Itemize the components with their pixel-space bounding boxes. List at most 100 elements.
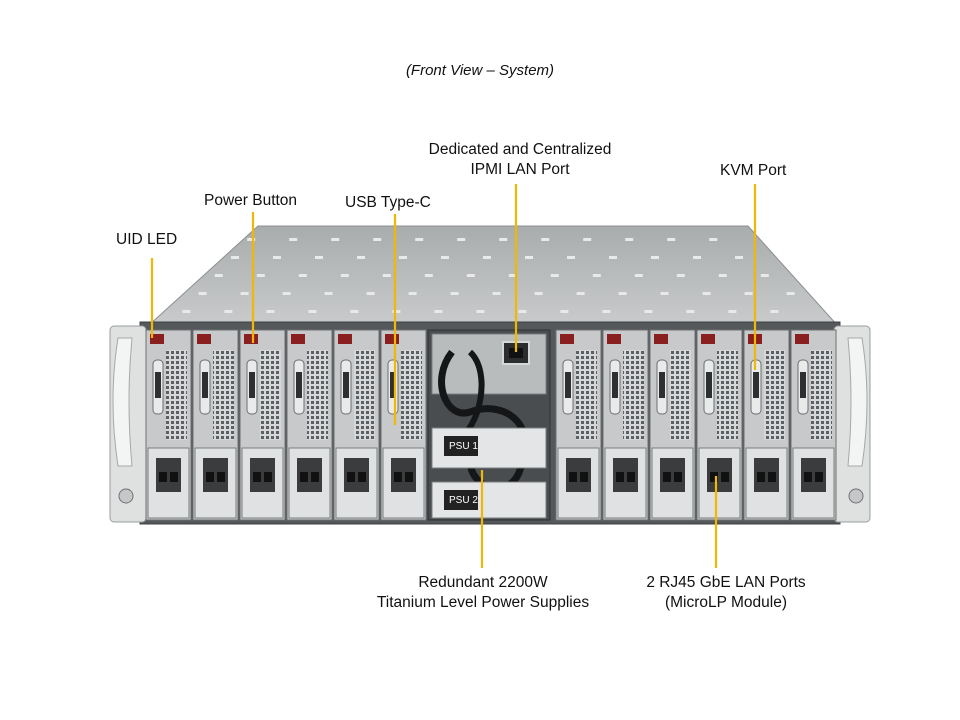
vent-dot bbox=[350, 310, 359, 313]
vent-dot bbox=[602, 310, 611, 313]
node-vent-mesh bbox=[260, 350, 281, 440]
vent-dot bbox=[676, 274, 685, 277]
callout-leader-lines bbox=[150, 184, 757, 568]
node-kvm-port bbox=[155, 372, 161, 398]
node-release-latch bbox=[795, 334, 809, 344]
callout-usb-type-c: USB Type-C bbox=[345, 194, 431, 211]
vent-dot bbox=[466, 274, 475, 277]
vent-dot bbox=[382, 274, 391, 277]
vent-dot bbox=[476, 310, 485, 313]
vent-dot bbox=[366, 292, 375, 295]
top-cover-vent-dots bbox=[182, 238, 795, 313]
vent-dot bbox=[760, 274, 769, 277]
psu-2-label: PSU 2 bbox=[449, 495, 478, 506]
callout-lan-line1: 2 RJ45 GbE LAN Ports bbox=[646, 574, 806, 591]
node-8 bbox=[602, 329, 649, 521]
vent-dot bbox=[718, 274, 727, 277]
vent-dot bbox=[331, 238, 340, 241]
vent-dot bbox=[550, 274, 559, 277]
vent-dot bbox=[583, 238, 592, 241]
vent-dot bbox=[667, 238, 676, 241]
node-kvm-port bbox=[659, 372, 665, 398]
node-release-latch bbox=[385, 334, 399, 344]
node-kvm-port bbox=[202, 372, 208, 398]
node-vent-mesh bbox=[166, 350, 187, 440]
vent-dot bbox=[660, 292, 669, 295]
vent-dot bbox=[625, 238, 634, 241]
node-release-latch bbox=[291, 334, 305, 344]
vent-dot bbox=[256, 274, 265, 277]
figure-title: (Front View – System) bbox=[405, 62, 555, 79]
node-vent-mesh bbox=[764, 350, 785, 440]
node-vent-mesh bbox=[623, 350, 644, 440]
vent-dot bbox=[315, 256, 323, 259]
vent-dot bbox=[508, 274, 517, 277]
node-release-latch bbox=[560, 334, 574, 344]
right-rack-handle bbox=[833, 325, 871, 523]
vent-dot bbox=[644, 310, 653, 313]
vent-dot bbox=[786, 292, 795, 295]
callout-uid-led: UID LED bbox=[116, 231, 178, 248]
vent-dot bbox=[392, 310, 401, 313]
vent-dot bbox=[534, 292, 543, 295]
node-vent-mesh bbox=[354, 350, 375, 440]
vent-dot bbox=[576, 292, 585, 295]
vent-dot bbox=[424, 274, 433, 277]
vent-dot bbox=[247, 238, 256, 241]
vent-dot bbox=[289, 238, 298, 241]
vent-dot bbox=[373, 238, 382, 241]
vent-dot bbox=[567, 256, 575, 259]
node-10 bbox=[696, 329, 743, 521]
vent-dot bbox=[770, 310, 779, 313]
vent-dot bbox=[609, 256, 617, 259]
node-vent-mesh bbox=[213, 350, 234, 440]
vent-dot bbox=[340, 274, 349, 277]
node-12 bbox=[790, 329, 837, 521]
node-release-latch bbox=[338, 334, 352, 344]
vent-dot bbox=[308, 310, 317, 313]
node-release-latch bbox=[701, 334, 715, 344]
vent-dot bbox=[709, 238, 718, 241]
vent-dot bbox=[499, 238, 508, 241]
node-release-latch bbox=[244, 334, 258, 344]
psu-bay bbox=[427, 329, 551, 521]
node-vent-mesh bbox=[811, 350, 832, 440]
node-2 bbox=[192, 329, 239, 521]
node-5 bbox=[333, 329, 380, 521]
vent-dot bbox=[560, 310, 569, 313]
callout-psu-line1: Redundant 2200W bbox=[418, 574, 548, 591]
vent-dot bbox=[618, 292, 627, 295]
node-4 bbox=[286, 329, 333, 521]
vent-dot bbox=[357, 256, 365, 259]
vent-dot bbox=[240, 292, 249, 295]
vent-dot bbox=[450, 292, 459, 295]
vent-dot bbox=[492, 292, 501, 295]
vent-dot bbox=[702, 292, 711, 295]
vent-dot bbox=[634, 274, 643, 277]
node-kvm-port bbox=[296, 372, 302, 398]
callout-ipmi-line2: IPMI LAN Port bbox=[470, 161, 570, 178]
node-11 bbox=[743, 329, 790, 521]
node-kvm-port bbox=[753, 372, 759, 398]
vent-dot bbox=[735, 256, 743, 259]
node-release-latch bbox=[197, 334, 211, 344]
node-kvm-port bbox=[565, 372, 571, 398]
node-kvm-port bbox=[706, 372, 712, 398]
callout-lan-line2: (MicroLP Module) bbox=[664, 594, 788, 611]
vent-dot bbox=[198, 292, 207, 295]
node-kvm-port bbox=[612, 372, 618, 398]
callout-psu: Redundant 2200W Titanium Level Power Sup… bbox=[360, 573, 606, 613]
node-vent-mesh bbox=[401, 350, 422, 440]
callout-power-button: Power Button bbox=[204, 192, 298, 209]
callout-kvm-port: KVM Port bbox=[720, 162, 787, 179]
left-rack-handle bbox=[109, 325, 147, 523]
node-6 bbox=[380, 329, 427, 521]
node-kvm-port bbox=[800, 372, 806, 398]
vent-dot bbox=[693, 256, 701, 259]
psu-1-label: PSU 1 bbox=[449, 441, 478, 452]
compute-nodes bbox=[145, 329, 837, 521]
node-vent-mesh bbox=[307, 350, 328, 440]
vent-dot bbox=[483, 256, 491, 259]
vent-dot bbox=[525, 256, 533, 259]
